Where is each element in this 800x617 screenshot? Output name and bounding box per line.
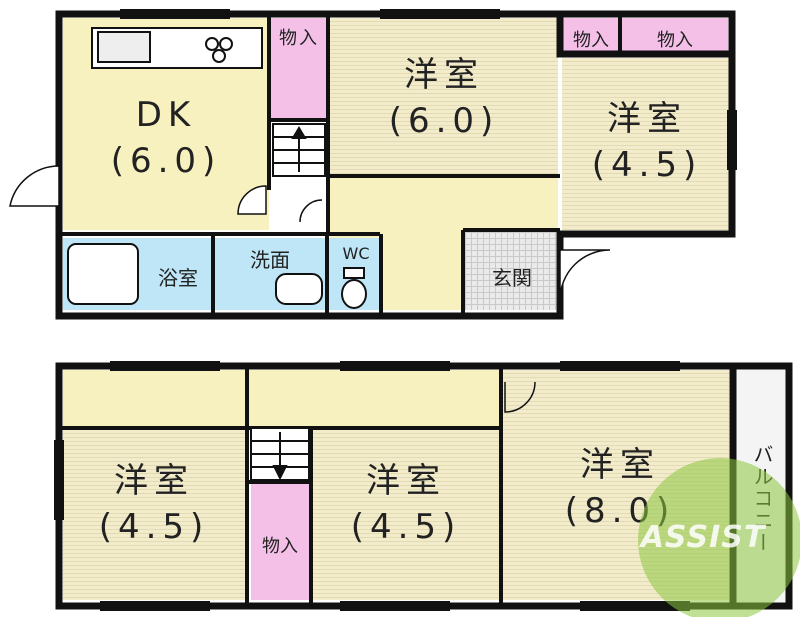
washroom-label: 洗面 <box>250 248 290 272</box>
western-room-b-label: 洋室 (4.5) <box>591 99 703 185</box>
corridor-lower <box>63 370 499 426</box>
toilet-bowl <box>341 267 367 309</box>
western-room-c-label: 洋室 (4.5) <box>98 461 210 547</box>
storage-room-b <box>562 18 620 54</box>
stairs-lower <box>250 427 310 481</box>
entrance-label: 玄関 <box>492 266 532 290</box>
western-room-d <box>313 430 499 600</box>
storage-label-b: 物入 <box>573 30 609 51</box>
western-room-c <box>63 430 245 600</box>
dk-label: DK (6.0) <box>110 95 222 181</box>
storage-room-c <box>622 18 728 54</box>
western-room-a <box>330 18 558 176</box>
bathtub <box>67 243 139 305</box>
entrance <box>465 232 557 310</box>
washbasin <box>275 273 323 305</box>
storage-label-a: 物入 <box>279 28 319 49</box>
watermark-text: ASSIST <box>640 520 766 555</box>
storage-label-c: 物入 <box>657 30 693 51</box>
storage-label-d: 物入 <box>262 536 298 557</box>
wc-label: WC <box>342 244 370 263</box>
assist-watermark-logo <box>638 458 800 617</box>
western-room-d-label: 洋室 (4.5) <box>350 461 462 547</box>
storage-room-d <box>251 484 309 600</box>
kitchen-counter <box>91 27 263 69</box>
western-room-b <box>562 58 732 230</box>
bath-label: 浴室 <box>158 266 198 290</box>
stairs-upper <box>272 123 326 177</box>
western-room-a-label: 洋室 (6.0) <box>388 55 500 141</box>
storage-room-a <box>271 18 326 118</box>
